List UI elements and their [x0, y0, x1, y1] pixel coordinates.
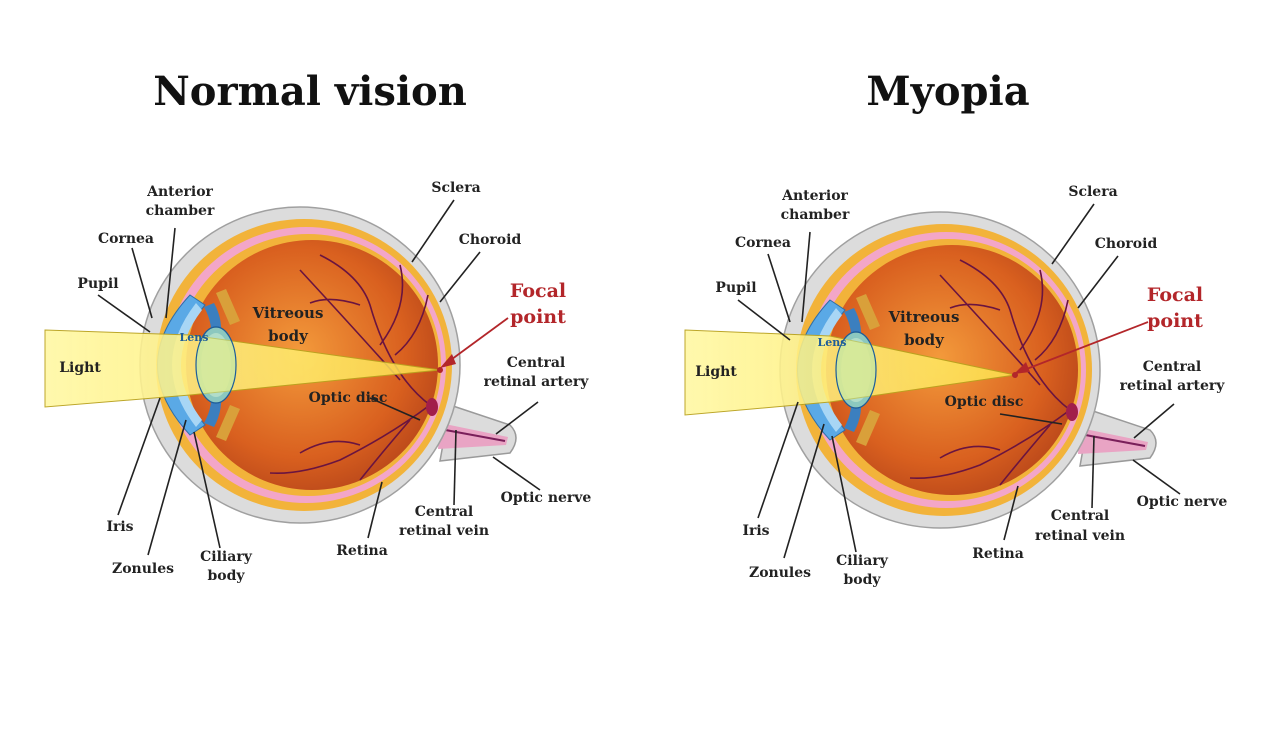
label-focal-1: Focal	[510, 280, 566, 302]
label-optic-nerve: Optic nerve	[501, 490, 592, 506]
label-vitreous-2: body	[268, 327, 309, 345]
panel-title-normal-vision: Normal vision	[153, 68, 467, 115]
leader-lines-normal	[97, 199, 541, 556]
label-ciliary-1: Ciliary	[200, 549, 253, 565]
labels-myopia: Anterior chamber Cornea Pupil Light Lens…	[695, 184, 1227, 588]
label-anterior-chamber-2: chamber	[781, 207, 850, 223]
label-zonules: Zonules	[749, 565, 811, 581]
label-iris: Iris	[742, 523, 769, 539]
label-crv-1: Central	[415, 504, 473, 520]
label-ciliary-2: body	[207, 568, 245, 584]
label-pupil: Pupil	[77, 276, 118, 292]
label-vitreous-2: body	[904, 331, 945, 349]
label-retina: Retina	[336, 543, 388, 559]
label-focal-2: point	[510, 306, 566, 328]
eye-normal	[44, 206, 517, 524]
label-optic-disc: Optic disc	[309, 390, 388, 406]
light-beam	[44, 329, 441, 408]
label-crv-2: retinal vein	[399, 523, 489, 539]
label-iris: Iris	[106, 519, 133, 535]
label-ciliary-1: Ciliary	[836, 553, 889, 569]
focal-arrow-normal	[440, 317, 509, 368]
leader-lines-myopia	[737, 203, 1181, 559]
label-cornea: Cornea	[735, 235, 791, 251]
label-lens: Lens	[180, 331, 209, 344]
label-anterior-chamber-2: chamber	[146, 203, 215, 219]
label-crv-1: Central	[1051, 508, 1109, 524]
label-choroid: Choroid	[1095, 236, 1158, 252]
label-retina: Retina	[972, 546, 1024, 562]
label-focal-1: Focal	[1147, 284, 1203, 306]
label-cra-1: Central	[507, 355, 565, 371]
label-zonules: Zonules	[112, 561, 174, 577]
label-sclera: Sclera	[431, 180, 480, 196]
label-crv-2: retinal vein	[1035, 528, 1125, 544]
label-light: Light	[695, 364, 737, 380]
label-optic-nerve: Optic nerve	[1137, 494, 1228, 510]
label-vitreous-1: Vitreous	[888, 308, 960, 326]
focal-point-marker	[437, 367, 443, 373]
label-sclera: Sclera	[1068, 184, 1117, 200]
label-optic-disc: Optic disc	[945, 394, 1024, 410]
label-focal-2: point	[1147, 310, 1203, 332]
panel-title-myopia: Myopia	[866, 68, 1030, 115]
eye-myopia	[684, 211, 1157, 529]
label-cra-2: retinal artery	[484, 374, 590, 390]
label-light: Light	[59, 360, 101, 376]
label-choroid: Choroid	[459, 232, 522, 248]
label-lens: Lens	[818, 336, 847, 349]
label-anterior-chamber-1: Anterior	[781, 188, 848, 204]
label-ciliary-2: body	[843, 572, 881, 588]
label-pupil: Pupil	[715, 280, 756, 296]
label-cornea: Cornea	[98, 231, 154, 247]
label-cra-2: retinal artery	[1120, 378, 1226, 394]
focal-arrow-myopia	[1014, 321, 1149, 374]
labels-normal: Anterior chamber Cornea Pupil Light Lens…	[59, 180, 591, 584]
label-cra-1: Central	[1143, 359, 1201, 375]
label-anterior-chamber-1: Anterior	[146, 184, 213, 200]
label-vitreous-1: Vitreous	[252, 304, 324, 322]
